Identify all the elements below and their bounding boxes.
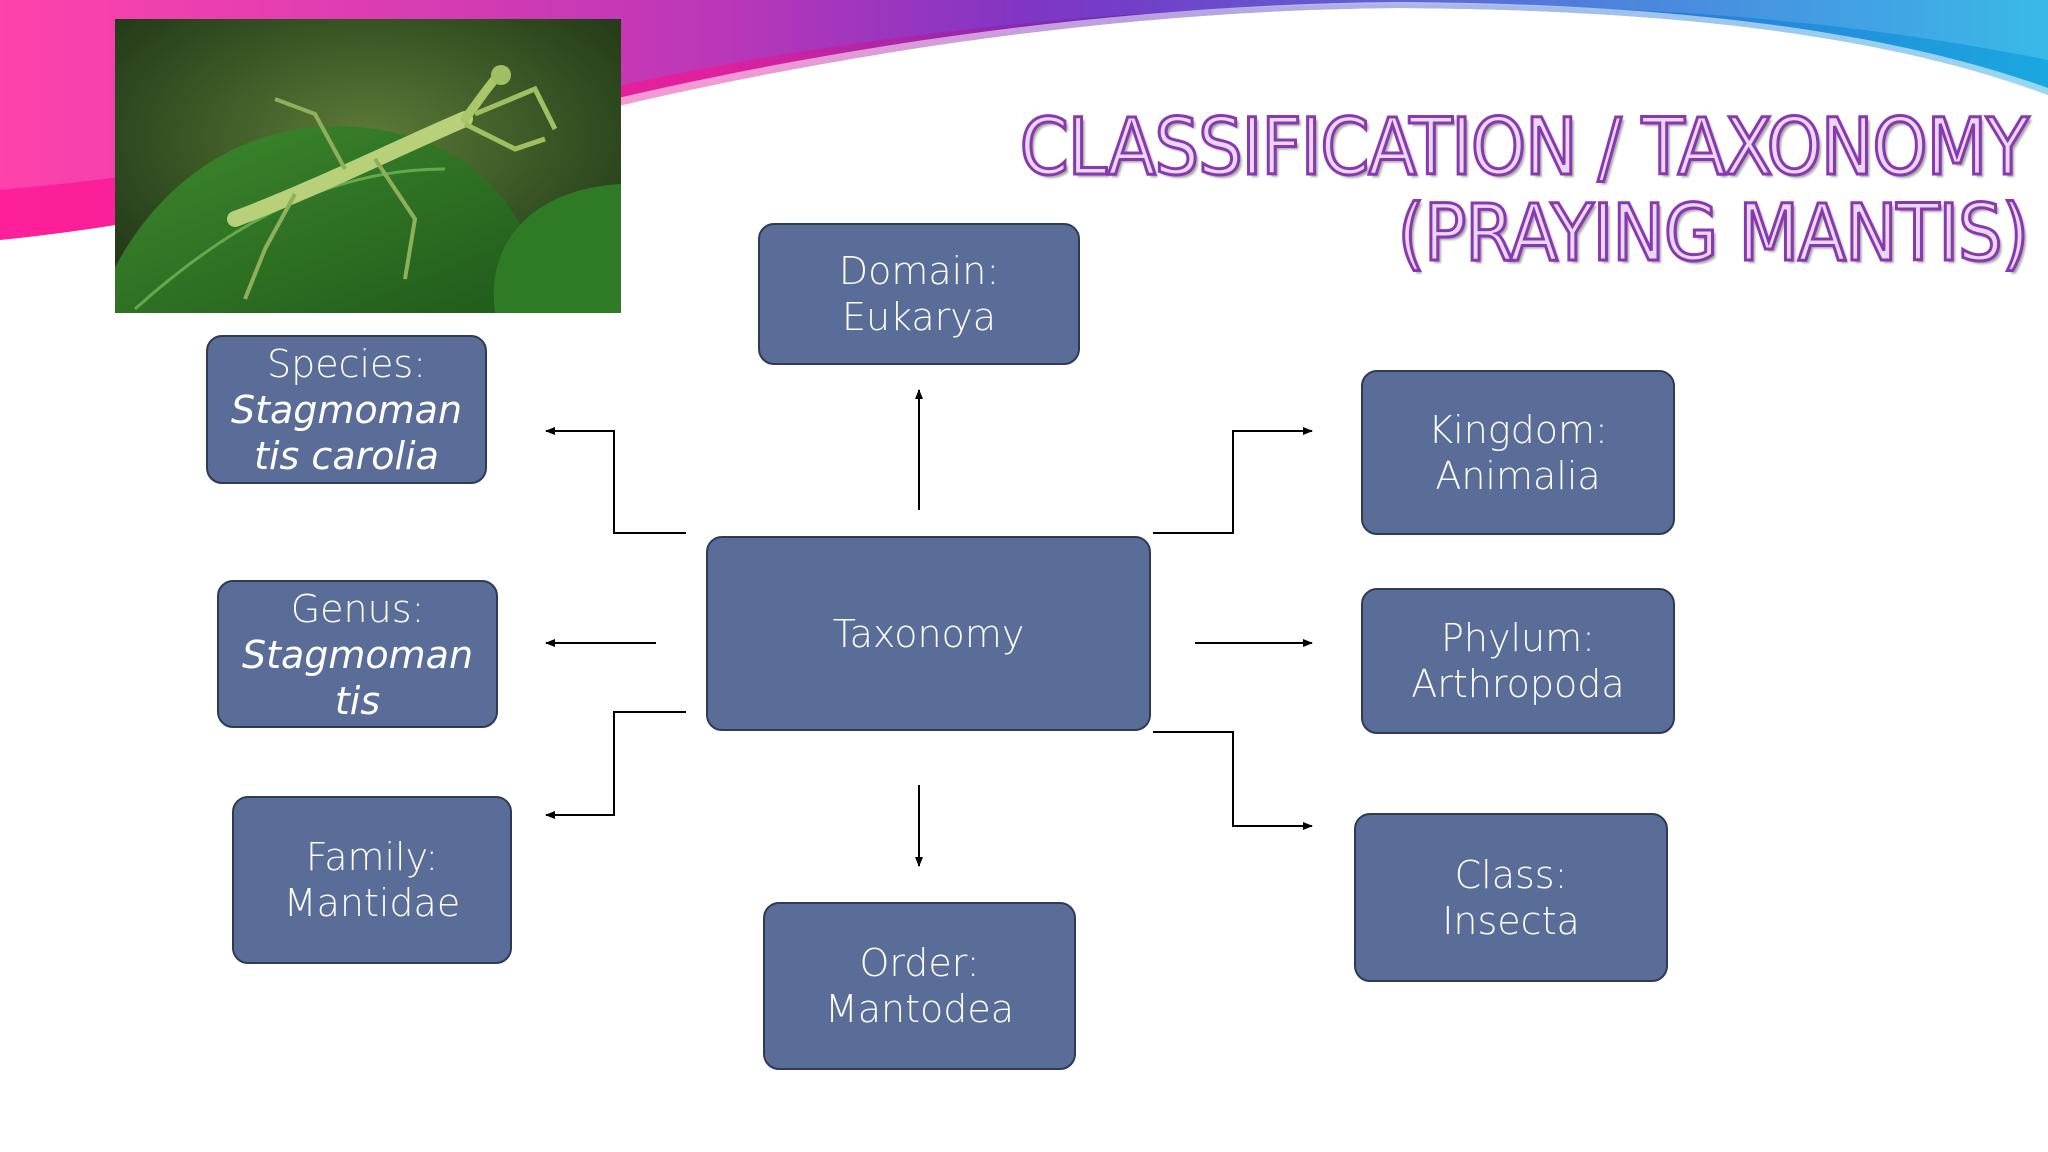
title-line-2: (PRAYING MANTIS) xyxy=(1396,189,2030,279)
title-line-1: CLASSIFICATION / TAXONOMY xyxy=(1018,103,2030,193)
species-box: Species: Stagmomantis carolia xyxy=(206,335,487,484)
slide-title: CLASSIFICATION / TAXONOMY (PRAYING MANTI… xyxy=(878,103,2030,279)
species-label: Species: xyxy=(266,342,427,386)
domain-box: Domain: Eukarya xyxy=(758,223,1080,365)
class-box: Class: Insecta xyxy=(1354,813,1668,982)
kingdom-label: Kingdom: xyxy=(1428,407,1608,452)
arrow-to-family xyxy=(545,711,686,819)
class-value: Insecta xyxy=(1442,898,1580,943)
order-box: Order: Mantodea xyxy=(763,902,1076,1070)
kingdom-box: Kingdom: Animalia xyxy=(1361,370,1675,535)
taxonomy-center-box: Taxonomy xyxy=(706,536,1151,731)
center-label: Taxonomy xyxy=(832,611,1025,656)
mantis-photo xyxy=(115,19,621,313)
family-value: Mantidae xyxy=(283,881,461,925)
phylum-box: Phylum: Arthropoda xyxy=(1361,588,1675,734)
kingdom-value: Animalia xyxy=(1435,453,1601,498)
phylum-label: Phylum: xyxy=(1441,616,1595,660)
family-label: Family: xyxy=(305,835,439,879)
genus-label: Genus: xyxy=(290,587,425,631)
order-label: Order: xyxy=(859,941,980,985)
species-value: Stagmomantis carolia xyxy=(230,388,463,478)
class-label: Class: xyxy=(1454,852,1568,897)
domain-label: Domain: xyxy=(838,249,1000,293)
family-box: Family: Mantidae xyxy=(232,796,512,964)
genus-value: Stagmomantis xyxy=(241,633,474,723)
domain-value: Eukarya xyxy=(841,295,997,339)
arrow-to-species xyxy=(545,427,686,534)
arrow-to-class xyxy=(1153,731,1313,830)
genus-box: Genus: Stagmomantis xyxy=(217,580,498,728)
praying-mantis-on-leaf-image xyxy=(115,19,621,313)
order-value: Mantodea xyxy=(824,987,1015,1031)
phylum-value: Arthropoda xyxy=(1411,662,1625,706)
arrow-to-kingdom xyxy=(1153,427,1313,534)
